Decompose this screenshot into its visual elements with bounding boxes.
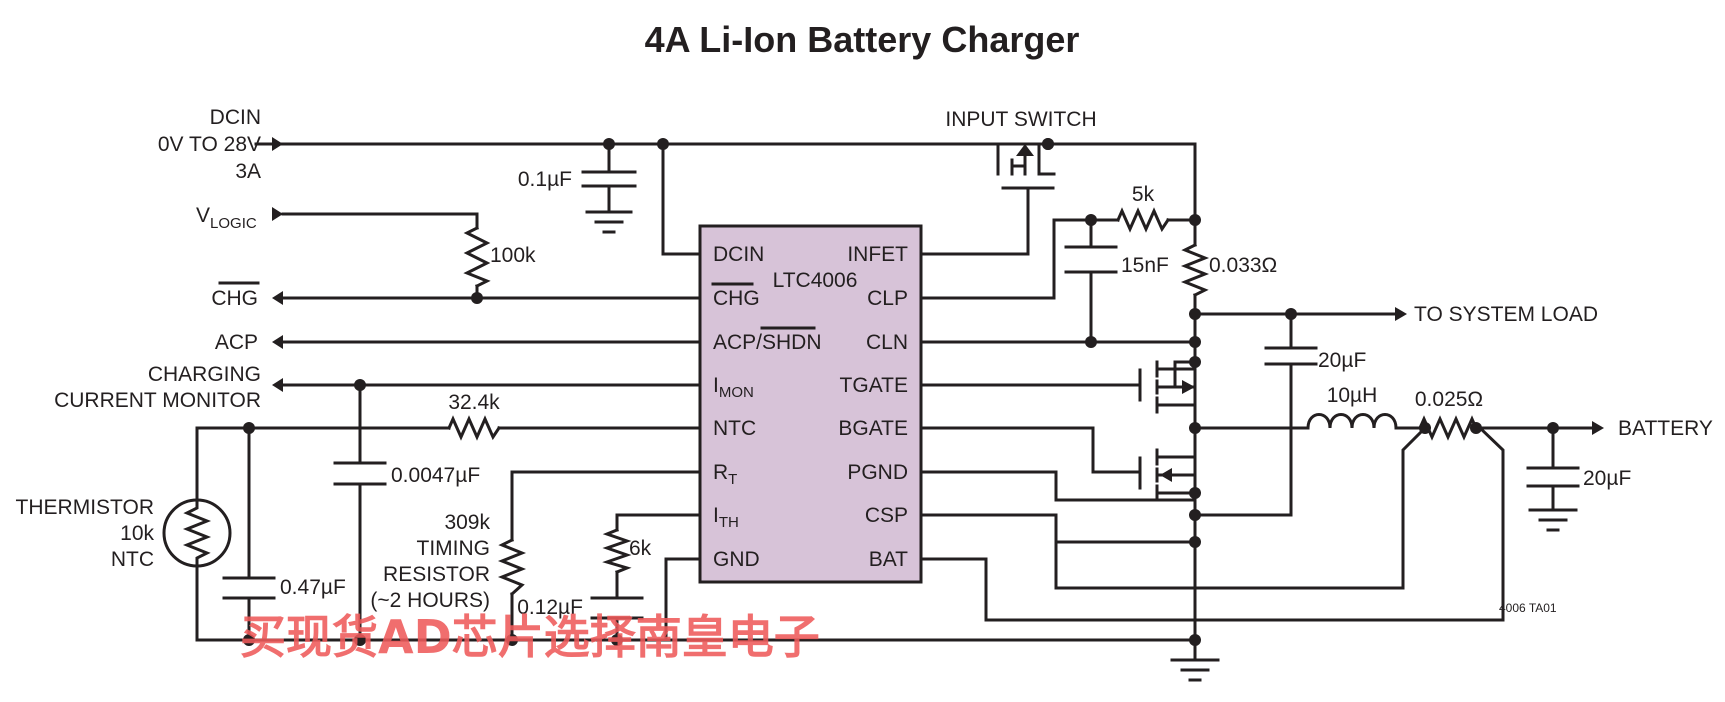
- figure-code: 4006 TA01: [1499, 601, 1557, 615]
- ic-pins-right: INFET CLP CLN TGATE BGATE PGND CSP BAT: [838, 243, 908, 571]
- capacitor-ntc: [222, 576, 276, 600]
- junction-dots: [243, 138, 1559, 646]
- resistor-100k: [463, 225, 491, 289]
- label-r-0025: 0.025Ω: [1415, 388, 1483, 411]
- label-vlogic: VLOGIC: [196, 204, 257, 232]
- label-2-hours: (~2 HOURS): [370, 589, 490, 612]
- resistor-0033: [1180, 242, 1210, 298]
- ground-icon: [1170, 658, 1220, 682]
- label-inductor: 10µH: [1327, 384, 1378, 407]
- label-r-5k: 5k: [1132, 183, 1155, 206]
- capacitor-dcin: [581, 170, 637, 234]
- label-resistor: RESISTOR: [383, 563, 490, 586]
- label-r-309k: 309k: [444, 511, 490, 534]
- label-thermistor-value: 10k: [120, 522, 154, 545]
- label-r-0033: 0.033Ω: [1209, 254, 1277, 277]
- resistor-32k4: [447, 415, 502, 441]
- label-c-ith: 0.12µF: [517, 596, 583, 619]
- input-arrows: [272, 137, 283, 221]
- label-current-monitor: CURRENT MONITOR: [54, 389, 261, 412]
- capacitor-20uf-bat: [1526, 466, 1580, 532]
- component-labels: 0.1µF 100k INPUT SWITCH 5k 15nF 0.033Ω 2…: [16, 108, 1632, 619]
- output-arrows-left: [272, 291, 283, 392]
- capacitor-20uf-top: [1264, 346, 1318, 366]
- resistor-6k: [602, 528, 632, 574]
- label-charging: CHARGING: [148, 363, 261, 386]
- label-c-20uf-bat: 20µF: [1583, 467, 1631, 490]
- pin-cln: CLN: [866, 331, 908, 354]
- label-acp: ACP: [215, 331, 258, 354]
- capacitor-imon: [333, 461, 387, 486]
- label-c-dcin: 0.1µF: [518, 168, 572, 191]
- pin-gnd: GND: [713, 548, 760, 571]
- thermistor-icon: [162, 498, 232, 568]
- label-r-32k4: 32.4k: [448, 391, 500, 414]
- pin-bat: BAT: [869, 548, 908, 571]
- pin-clp: CLP: [867, 287, 908, 310]
- pin-ntc: NTC: [713, 417, 756, 440]
- label-c-15nf: 15nF: [1121, 254, 1169, 277]
- pin-acp-shdn: ACP/SHDN: [713, 331, 822, 354]
- label-battery: BATTERY: [1618, 417, 1713, 440]
- pin-dcin: DCIN: [713, 243, 764, 266]
- inductor-10uh: [1306, 413, 1398, 430]
- label-dcin-range: 0V TO 28V: [158, 133, 261, 156]
- label-system-load: TO SYSTEM LOAD: [1414, 303, 1598, 326]
- label-c-imon: 0.0047µF: [391, 464, 480, 487]
- label-r-100k: 100k: [490, 244, 536, 267]
- resistor-309k: [497, 537, 527, 597]
- pin-infet: INFET: [847, 243, 908, 266]
- pin-csp: CSP: [865, 504, 908, 527]
- label-timing: TIMING: [417, 537, 491, 560]
- io-labels: DCIN 0V TO 28V 3A VLOGIC CHG ACP CHARGIN…: [54, 106, 1713, 440]
- pin-tgate: TGATE: [840, 374, 908, 397]
- resistor-5k: [1116, 207, 1171, 233]
- label-c-ntc: 0.47µF: [280, 576, 346, 599]
- bottom-mosfet-icon: [1138, 426, 1197, 502]
- label-c-20uf-top: 20µF: [1318, 349, 1366, 372]
- input-switch-mosfet-icon: [996, 142, 1056, 190]
- diagram-title: 4A Li-Ion Battery Charger: [645, 19, 1080, 60]
- output-arrows-right: [1395, 307, 1604, 435]
- pin-bgate: BGATE: [838, 417, 908, 440]
- label-thermistor: THERMISTOR: [16, 496, 154, 519]
- pin-chg: CHG: [713, 287, 760, 310]
- label-r-6k: 6k: [629, 537, 652, 560]
- label-thermistor-type: NTC: [111, 548, 154, 571]
- label-input-switch: INPUT SWITCH: [945, 108, 1096, 131]
- ic-name: LTC4006: [773, 269, 858, 292]
- label-dcin-current: 3A: [235, 160, 261, 183]
- capacitor-ith: [590, 596, 644, 620]
- top-mosfet-icon: [1138, 360, 1197, 414]
- capacitor-15nf: [1064, 245, 1118, 274]
- pin-pgnd: PGND: [847, 461, 908, 484]
- label-chg: CHG: [211, 287, 258, 310]
- watermark-text: 买现货AD芯片选择南皇电子: [240, 610, 820, 664]
- label-dcin: DCIN: [210, 106, 261, 129]
